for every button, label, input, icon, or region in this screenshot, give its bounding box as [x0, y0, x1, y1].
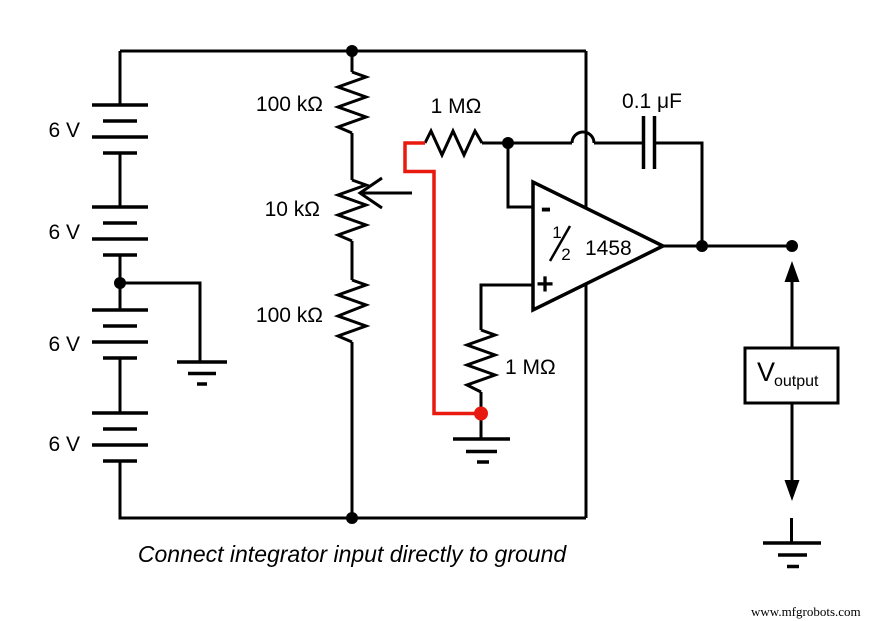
junction-dot-inverting-node: [502, 137, 514, 149]
voutput-subscript: output: [774, 373, 819, 390]
opamp-noninverting-sign: +: [536, 268, 554, 301]
capacitor-label: 0.1 μF: [622, 90, 682, 113]
opamp-fraction-numerator: 1: [552, 223, 561, 242]
voutput-box: [743, 346, 840, 405]
watermark-text: www.mfgrobots.com: [751, 604, 861, 619]
potentiometer-wiper-arrow: [357, 176, 412, 210]
opamp-fraction-slash: [548, 225, 572, 262]
opamp-part-number: 1458: [585, 237, 632, 260]
potentiometer-symbol: [333, 178, 371, 243]
voutput-label: V output: [757, 357, 819, 390]
resistor-1M-noninverting-symbol: [462, 328, 500, 394]
resistor-100k-bottom-label: 100 kΩ: [256, 304, 323, 327]
battery4-label: 6 V: [48, 433, 80, 456]
battery3-label: 6 V: [48, 333, 80, 356]
noninverting-network: [453, 283, 533, 464]
junction-dot-output-end: [786, 240, 798, 252]
inverting-input-wire: [506, 143, 533, 209]
voltage-divider: [333, 51, 412, 518]
output-ground-symbol: [763, 541, 821, 569]
center-tap-wire: [120, 281, 202, 362]
junction-dot-bottom-rail: [346, 512, 358, 524]
output-arrow-up-head: [784, 261, 800, 282]
junction-dot-output-feedback: [696, 240, 708, 252]
moved-input-wire: [403, 141, 488, 421]
potentiometer-label: 10 kΩ: [265, 198, 320, 221]
battery1-label: 6 V: [48, 119, 80, 142]
resistor-1M-input-label: 1 MΩ: [431, 95, 482, 118]
feedback-wire-right: [656, 141, 704, 246]
resistor-100k-bottom-symbol: [333, 278, 371, 344]
opamp-fraction-denominator: 2: [561, 245, 570, 264]
battery2-label: 6 V: [48, 221, 80, 244]
junction-dot-battery-tap: [114, 277, 126, 289]
wire-hop: [570, 130, 596, 144]
integrator-network: [423, 116, 704, 246]
resistor-1M-noninverting-label: 1 MΩ: [505, 356, 556, 379]
resistor-100k-top-label: 100 kΩ: [256, 93, 323, 116]
opamp-triangle: [531, 179, 667, 313]
output-indicator: [743, 261, 840, 569]
wiper-arrowhead: [357, 176, 383, 210]
output-arrow-down-head: [784, 480, 800, 501]
figure-caption: Connect integrator input directly to gro…: [138, 541, 568, 567]
bottom-rail-wire: [118, 461, 586, 520]
opamp-labels: - + 1 2 1458: [536, 189, 631, 301]
supply-ground-symbol: [177, 360, 227, 386]
red-wire: [403, 141, 481, 416]
resistor-1M-input-symbol: [423, 127, 484, 159]
noninverting-input-wire: [479, 283, 533, 330]
resistor-100k-top-symbol: [333, 70, 371, 135]
junction-dot-top-rail: [346, 45, 358, 57]
red-junction-dot: [474, 406, 488, 421]
voutput-symbol: V: [757, 357, 775, 387]
noninverting-ground-symbol: [453, 437, 510, 464]
opamp-inverting-sign: -: [541, 189, 552, 225]
